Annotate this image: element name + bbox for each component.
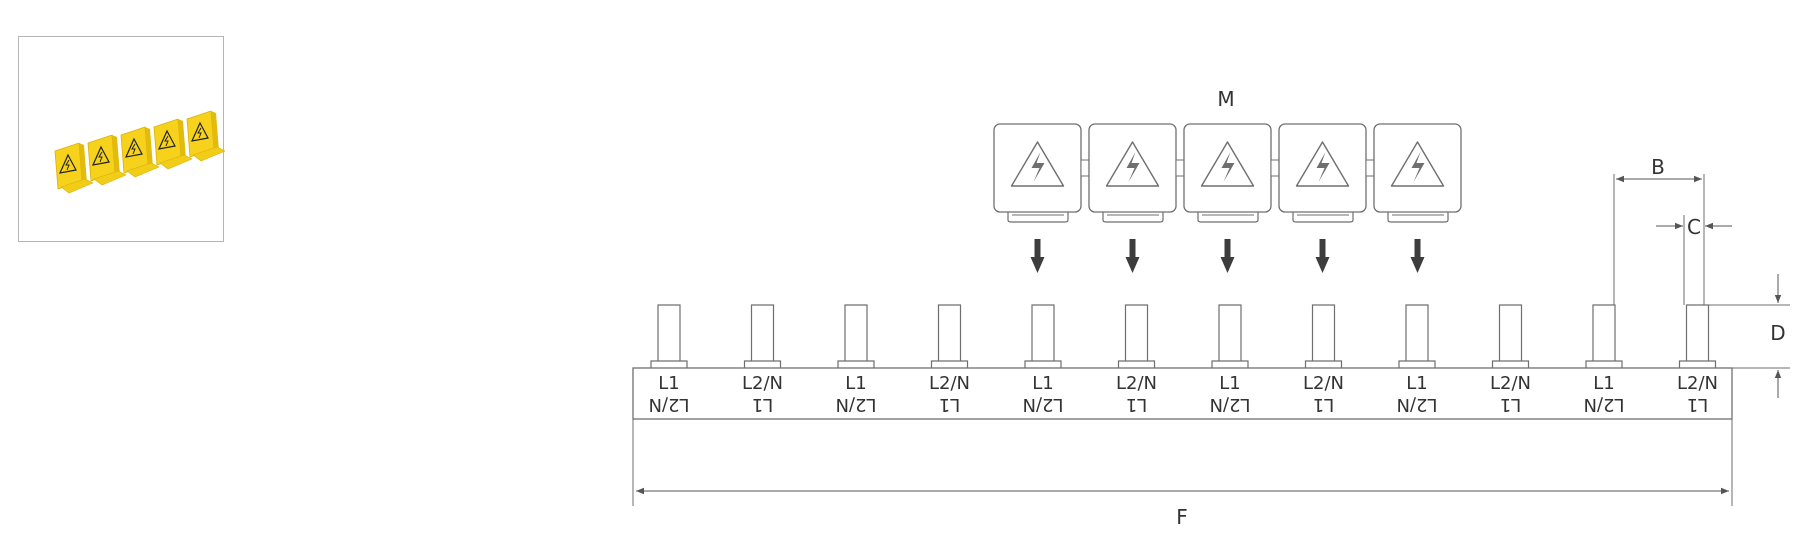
pin-label-top: L1 [1219, 373, 1240, 394]
busbar-pin [1585, 304, 1623, 368]
pin-label-bottom: L2/N [1022, 394, 1063, 415]
down-arrow-icon [1410, 239, 1425, 273]
dimension-c: C [1656, 215, 1732, 305]
high-voltage-warning-icon [1295, 141, 1350, 187]
high-voltage-warning-icon [1010, 141, 1065, 187]
high-voltage-warning-icon [1200, 141, 1255, 187]
pin-label-bottom: L2/N [648, 394, 689, 415]
pin-label-bottom: L1 [1313, 394, 1334, 415]
photo-caps-group [54, 110, 225, 194]
yellow-warning-cap [87, 134, 127, 186]
label-f: F [1176, 505, 1188, 529]
busbar-pin [1491, 304, 1530, 368]
label-b: B [1651, 155, 1665, 179]
busbar-pin [743, 304, 782, 368]
yellow-warning-cap [153, 118, 193, 170]
yellow-warning-cap [54, 142, 94, 194]
pin-label-top: L2/N [929, 373, 970, 394]
label-d: D [1770, 321, 1785, 345]
warning-cap [1088, 123, 1185, 223]
pin-label-top: L1 [1032, 373, 1053, 394]
busbar-pin [837, 304, 875, 368]
warning-caps-row [993, 123, 1462, 223]
high-voltage-warning-icon [1105, 141, 1160, 187]
warning-caps-photo-icon [54, 110, 225, 194]
warning-cap [1373, 123, 1462, 223]
pin-label-top: L1 [658, 373, 679, 394]
pin-label-bottom: L1 [752, 394, 773, 415]
insert-arrows [1030, 239, 1425, 273]
dimension-b: B [1613, 155, 1705, 305]
busbar-pin [1398, 304, 1436, 368]
busbar-pins [650, 304, 1717, 368]
busbar-pin [650, 304, 688, 368]
yellow-warning-cap [186, 110, 225, 162]
down-arrow-icon [1125, 239, 1140, 273]
pin-label-bottom: L2/N [1396, 394, 1437, 415]
product-thumbnail[interactable] [18, 36, 225, 242]
yellow-warning-cap [120, 126, 160, 178]
busbar-pin [930, 304, 969, 368]
warning-cap [993, 123, 1090, 223]
busbar-pin [1304, 304, 1343, 368]
dimension-d: D [1704, 274, 1790, 398]
warning-cap [1278, 123, 1375, 223]
down-arrow-icon [1315, 239, 1330, 273]
pin-label-bottom: L2/N [1583, 394, 1624, 415]
pin-label-top: L2/N [1490, 373, 1531, 394]
dimension-f: F [632, 419, 1733, 529]
down-arrow-icon [1220, 239, 1235, 273]
high-voltage-warning-icon [1390, 141, 1445, 187]
busbar-pin [1211, 304, 1249, 368]
pin-label-top: L1 [845, 373, 866, 394]
down-arrow-icon [1030, 239, 1045, 273]
pin-label-top: L2/N [1303, 373, 1344, 394]
busbar-pin [1024, 304, 1062, 368]
pin-label-bottom: L1 [1687, 394, 1708, 415]
busbar-body [632, 367, 1733, 420]
label-c: C [1687, 215, 1701, 239]
busbar-pin [1678, 304, 1717, 368]
pin-label-top: L2/N [742, 373, 783, 394]
pin-label-bottom: L2/N [1209, 394, 1250, 415]
pin-labels: L1L2/NL2/NL1L1L2/NL2/NL1L1L2/NL2/NL1L1L2… [648, 373, 1718, 415]
pin-label-bottom: L1 [939, 394, 960, 415]
warning-cap [1183, 123, 1280, 223]
pin-label-top: L2/N [1116, 373, 1157, 394]
busbar-pin [1117, 304, 1156, 368]
pin-label-top: L2/N [1677, 373, 1718, 394]
pin-label-bottom: L1 [1500, 394, 1521, 415]
pin-label-bottom: L1 [1126, 394, 1147, 415]
pin-label-top: L1 [1593, 373, 1614, 394]
pin-label-bottom: L2/N [835, 394, 876, 415]
label-m: M [1217, 87, 1234, 111]
pin-label-top: L1 [1406, 373, 1427, 394]
